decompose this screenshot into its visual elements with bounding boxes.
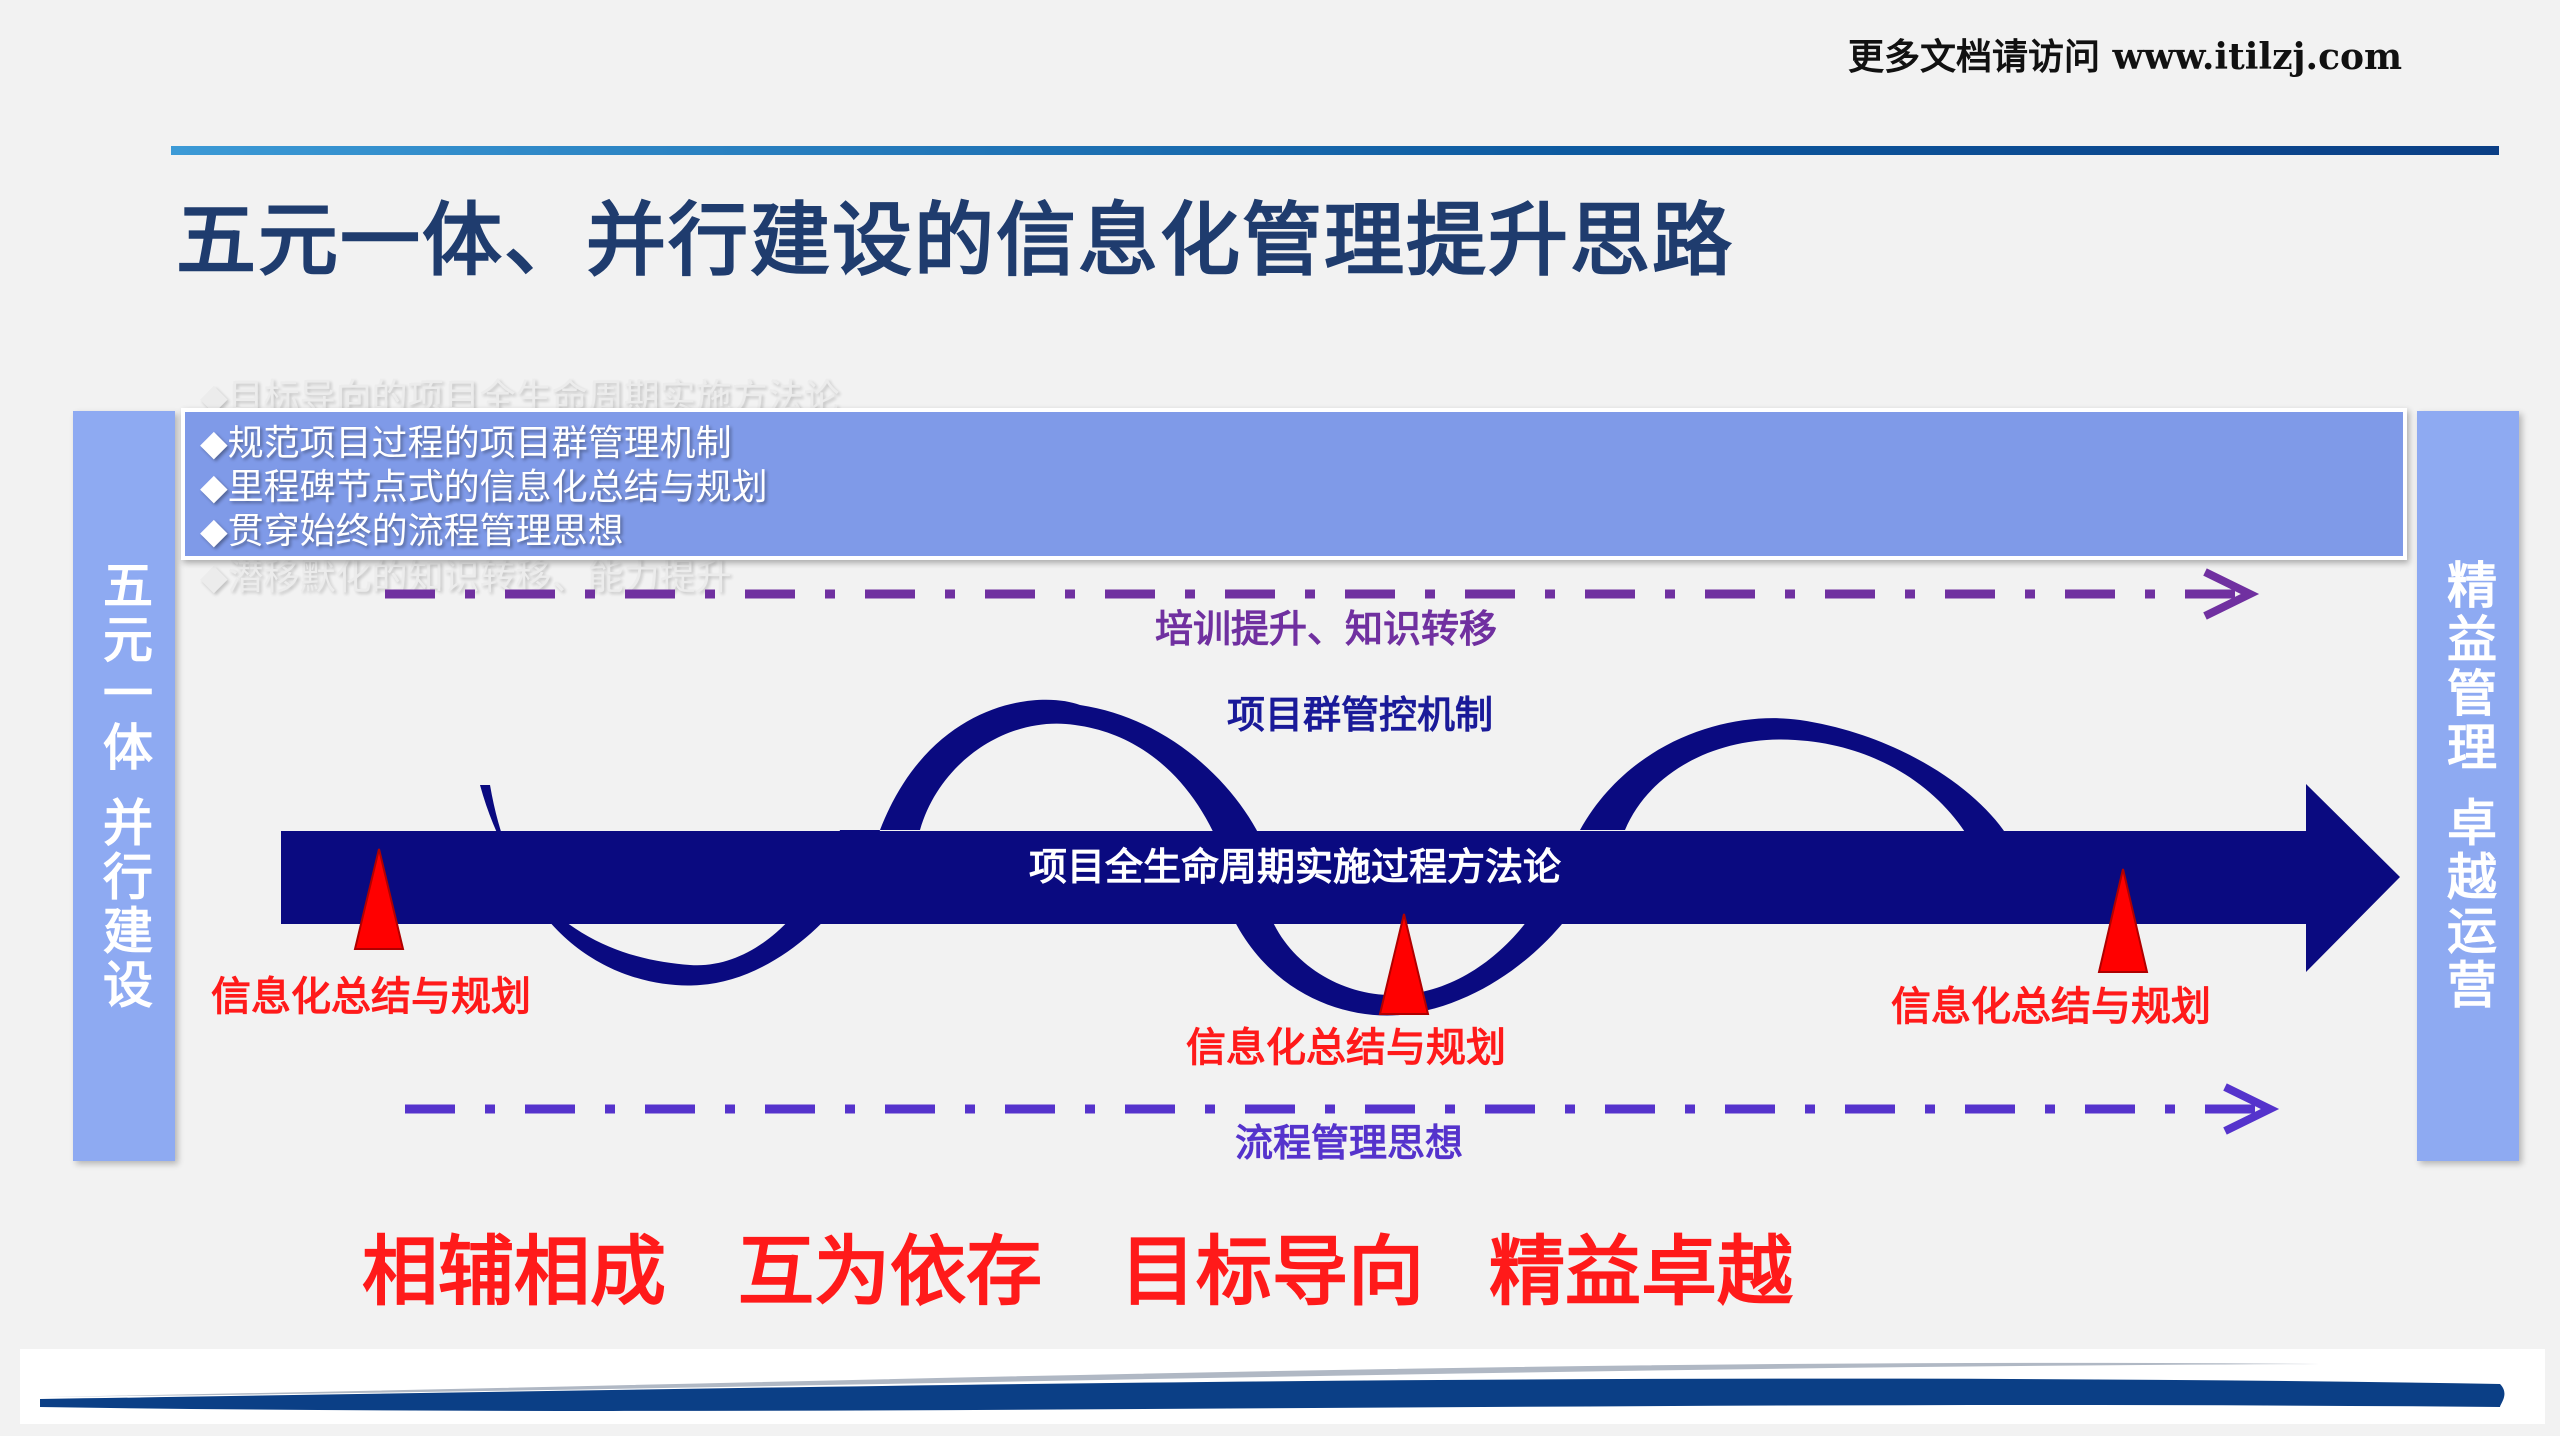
site-note: 更多文档请访问 www.itilzj.com (1848, 36, 2403, 78)
title-rule (171, 146, 2499, 155)
main-arrow-label: 项目全生命周期实施过程方法论 (1029, 844, 1562, 889)
milestone-label: 信息化总结与规划 (1186, 1024, 1506, 1071)
bullet-item: ◆贯穿始终的流程管理思想 (200, 511, 624, 552)
milestone-label: 信息化总结与规划 (211, 973, 531, 1020)
slogan: 相辅相成 (362, 1227, 666, 1316)
loop-label: 项目群管控机制 (1227, 692, 1493, 737)
left-bar-label: 五元一体 并行建设 (95, 559, 154, 1013)
milestone-triangle-icon (1378, 913, 1430, 1015)
slogan: 目标导向 (1120, 1227, 1424, 1316)
footer-band (20, 1349, 2545, 1424)
milestone-triangle-icon (2097, 868, 2149, 973)
slogan: 互为依存 (738, 1227, 1042, 1316)
milestone-triangle-icon (353, 848, 405, 950)
top-dashed-label: 培训提升、知识转移 (1155, 606, 1497, 651)
loop-curve (1580, 718, 2010, 840)
top-arrowhead-icon (2203, 568, 2260, 620)
right-bar-label: 精益管理 卓越运营 (2439, 559, 2498, 1013)
page-title: 五元一体、并行建设的信息化管理提升思路 (176, 193, 1734, 287)
slogan: 精益卓越 (1489, 1227, 1793, 1316)
loop-curve (450, 785, 880, 986)
right-side-bar: 精益管理 卓越运营 (2417, 411, 2519, 1161)
main-arrow (281, 784, 2400, 972)
loop-curve (1225, 860, 1600, 1016)
bullet-item: ◆规范项目过程的项目群管理机制 (200, 423, 732, 464)
footer-swoosh (40, 1362, 2505, 1411)
left-side-bar: 五元一体 并行建设 (73, 411, 175, 1161)
milestone-label: 信息化总结与规划 (1891, 983, 2211, 1030)
highlight-box (181, 408, 2407, 560)
bottom-dashed-label: 流程管理思想 (1235, 1120, 1463, 1165)
bottom-arrowhead-icon (2223, 1083, 2280, 1135)
loop-curve (880, 699, 1270, 860)
bullet-item: ◆里程碑节点式的信息化总结与规划 (200, 467, 768, 508)
